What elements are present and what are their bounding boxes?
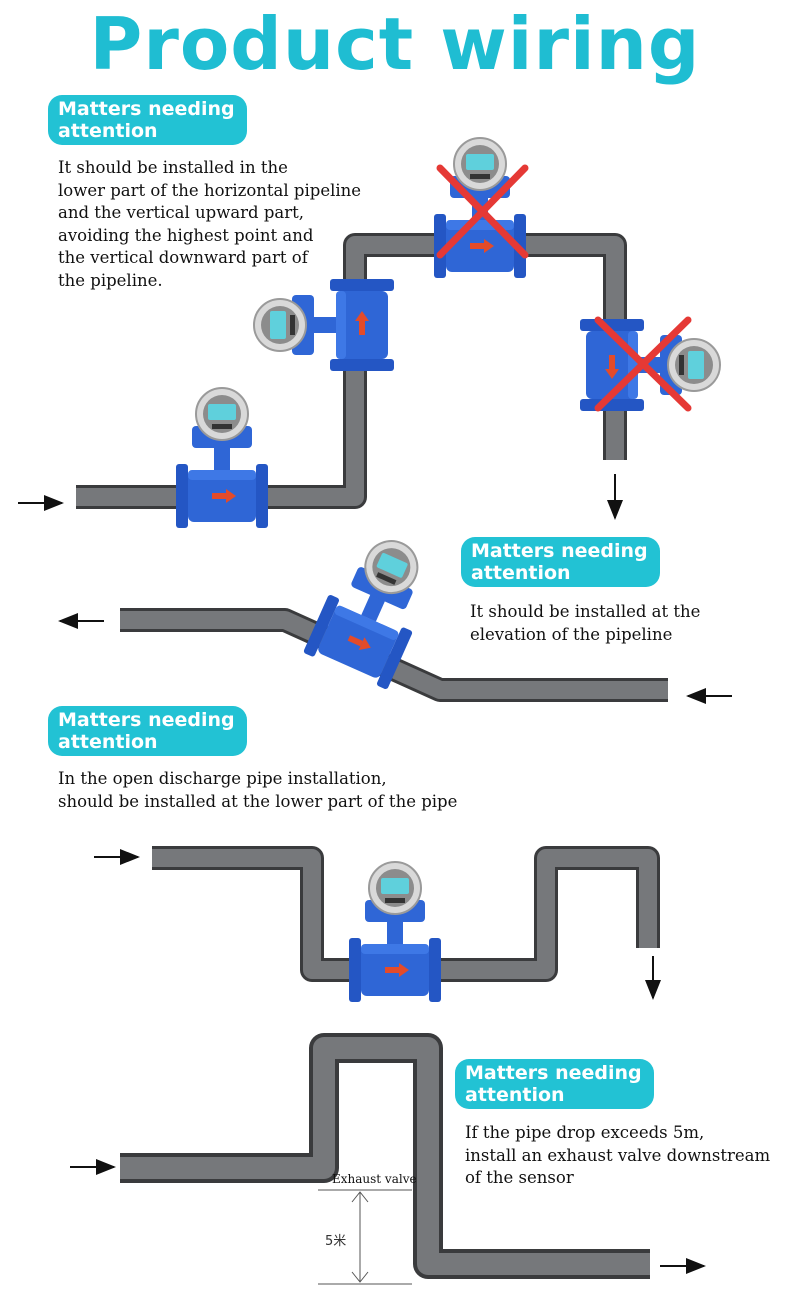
diagram-1 <box>18 137 721 529</box>
wrong-mark-icon <box>594 316 692 412</box>
flowmeter-icon <box>348 861 442 1003</box>
wrong-mark-icon <box>436 164 529 259</box>
install-note: It should be installed in the lower part… <box>58 158 362 290</box>
flowmeter-icon <box>579 318 721 412</box>
install-note: It should be installed at the elevation … <box>470 602 701 644</box>
attention-badge: Matters needing attention <box>48 95 247 145</box>
diagram-4 <box>70 1033 706 1285</box>
flowmeter-icon <box>175 387 269 529</box>
exhaust-valve-label: Exhaust valve <box>332 1172 417 1186</box>
flowmeter-icon <box>253 278 395 372</box>
diagram-3 <box>94 846 661 1003</box>
height-label: 5米 <box>325 1234 347 1249</box>
attention-badge: Matters needing attention <box>461 537 660 587</box>
diagram-2 <box>58 523 732 704</box>
install-note: If the pipe drop exceeds 5m, install an … <box>465 1123 771 1187</box>
attention-badge: Matters needing attention <box>455 1059 654 1109</box>
page-title: Product wiring <box>89 2 701 86</box>
attention-badge: Matters needing attention <box>48 706 247 756</box>
flowmeter-icon <box>301 523 445 691</box>
install-note: In the open discharge pipe installation,… <box>58 769 458 811</box>
